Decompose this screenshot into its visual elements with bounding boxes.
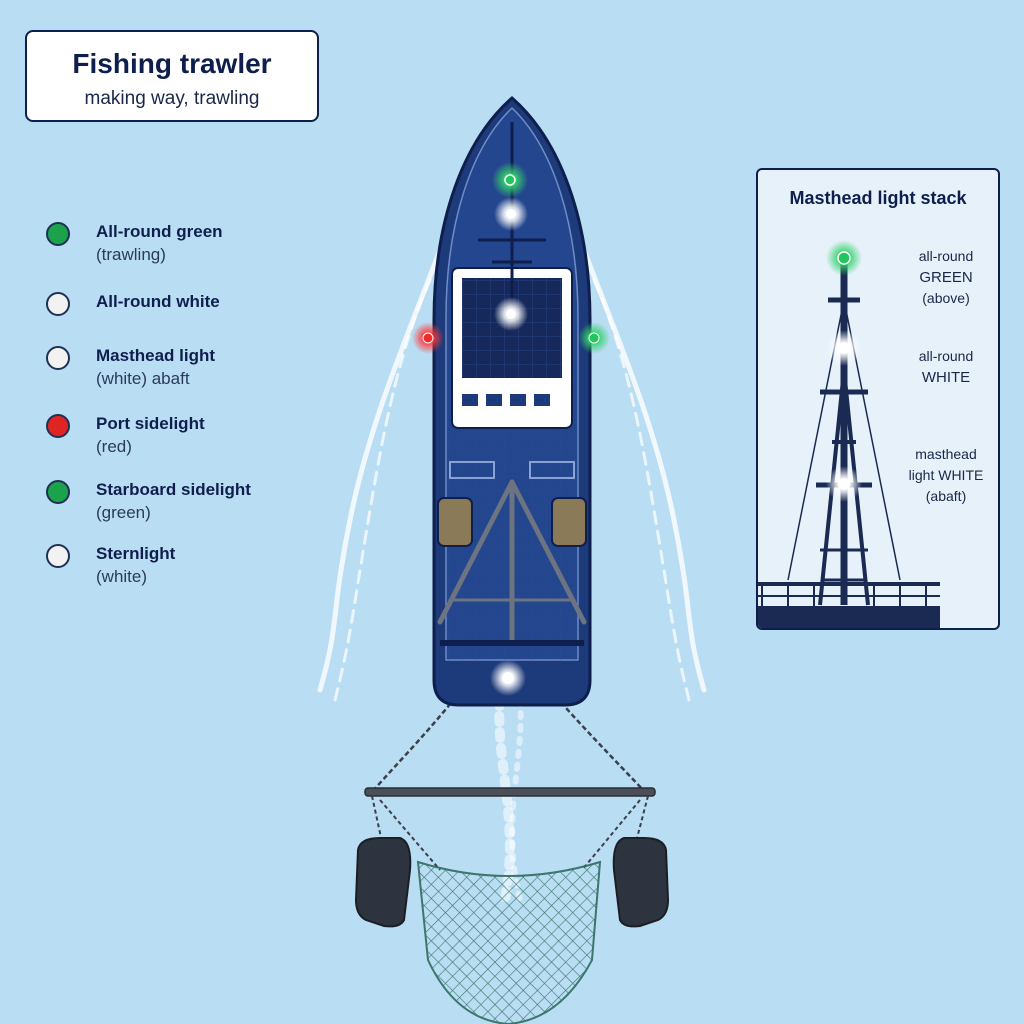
white-light-icon xyxy=(46,346,70,370)
stack-label-line: light WHITE xyxy=(908,467,984,483)
legend-label: Masthead light xyxy=(96,346,216,365)
stack-label-line: masthead xyxy=(915,446,977,462)
stack-label-line: (above) xyxy=(922,290,970,306)
red-light-icon xyxy=(46,414,70,438)
diagram-title: Fishing trawler xyxy=(72,48,272,79)
legend-label: All-round green xyxy=(96,222,223,241)
stack-label-line: all-round xyxy=(918,248,974,264)
legend-note: (red) xyxy=(96,437,132,456)
stern-rail xyxy=(440,640,584,646)
trawl-beam xyxy=(364,787,656,797)
legend-label: Port sidelight xyxy=(96,414,205,433)
white-light-icon xyxy=(46,292,70,316)
mast-drawing xyxy=(758,240,940,628)
stack-label-masthead: masthead light WHITE (abaft) xyxy=(896,444,996,507)
title-card: Fishing trawler making way, trawling xyxy=(25,30,319,122)
legend-label: All-round white xyxy=(96,292,220,311)
masthead-stack-panel: Masthead light stack xyxy=(756,168,1000,630)
stack-label-line: (abaft) xyxy=(925,488,967,504)
stack-label-line: WHITE xyxy=(921,369,971,386)
legend-label: Sternlight xyxy=(96,544,176,563)
trawl-net xyxy=(416,860,602,1024)
otter-board-starboard xyxy=(612,837,670,928)
legend-note: (green) xyxy=(96,503,151,522)
diagram-subtitle: making way, trawling xyxy=(84,88,260,109)
stack-label-line: all-round xyxy=(918,348,974,364)
winches xyxy=(437,461,587,547)
legend-label: Starboard sidelight xyxy=(96,480,251,499)
stack-label-white: all-round WHITE xyxy=(896,346,996,388)
legend-note: (white) abaft xyxy=(96,369,190,388)
green-light-icon xyxy=(46,480,70,504)
otter-board-port xyxy=(354,837,412,928)
legend-note: (trawling) xyxy=(96,245,166,264)
stack-panel-title: Masthead light stack xyxy=(789,188,967,208)
stern-gantry xyxy=(437,479,587,643)
white-light-icon xyxy=(46,544,70,568)
stack-label-green: all-round GREEN (above) xyxy=(896,246,996,309)
legend-note: (white) xyxy=(96,567,148,586)
stack-label-line: GREEN xyxy=(919,269,973,286)
trawl-gear xyxy=(354,787,670,1024)
green-light-icon xyxy=(46,222,70,246)
ship-lights xyxy=(412,162,610,696)
